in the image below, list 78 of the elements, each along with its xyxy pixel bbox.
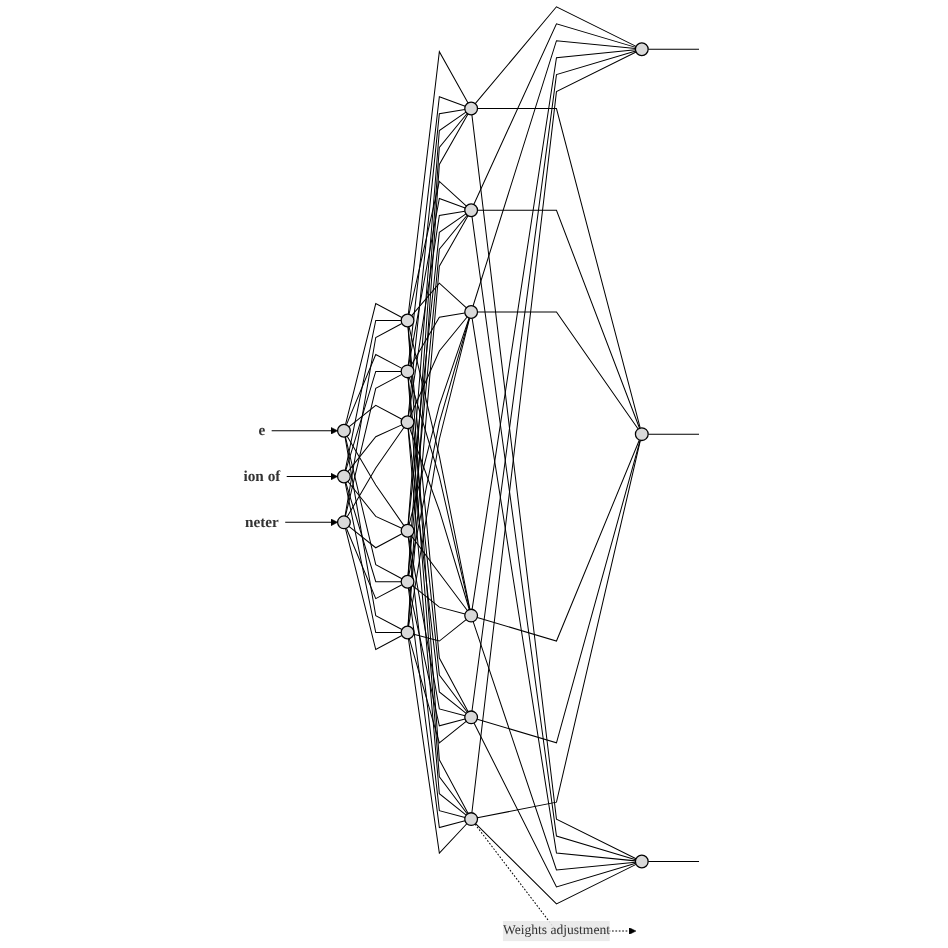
connector bbox=[472, 621, 636, 871]
connector bbox=[408, 317, 470, 576]
node-circle bbox=[464, 203, 479, 218]
connector bbox=[473, 23, 637, 205]
arrow bbox=[271, 427, 338, 435]
connector bbox=[647, 433, 700, 435]
node-circle bbox=[400, 415, 415, 430]
connector bbox=[647, 861, 700, 862]
connector bbox=[473, 722, 637, 888]
connector bbox=[413, 619, 467, 642]
connector bbox=[408, 180, 467, 315]
connector bbox=[407, 638, 468, 855]
node-circle bbox=[336, 469, 351, 484]
connector bbox=[408, 317, 470, 526]
connector bbox=[344, 482, 402, 634]
connector bbox=[407, 95, 466, 366]
node-circle bbox=[464, 305, 479, 320]
connector bbox=[476, 439, 641, 744]
connector bbox=[346, 427, 405, 518]
connector bbox=[347, 481, 403, 529]
node-circle bbox=[336, 515, 351, 530]
connector bbox=[408, 638, 467, 744]
connector bbox=[345, 482, 402, 583]
connector bbox=[410, 535, 468, 612]
connector bbox=[410, 312, 466, 367]
connector bbox=[408, 197, 466, 366]
node-circle bbox=[400, 523, 415, 538]
connector bbox=[345, 353, 403, 426]
connector bbox=[345, 527, 403, 600]
connector bbox=[344, 436, 403, 580]
connector bbox=[471, 49, 636, 610]
connector bbox=[412, 585, 466, 615]
node-circle bbox=[400, 364, 415, 379]
connector bbox=[472, 40, 636, 307]
connector bbox=[344, 436, 403, 631]
node-circle bbox=[400, 313, 415, 328]
connector bbox=[344, 320, 402, 471]
connector bbox=[476, 439, 641, 819]
node-circle bbox=[464, 608, 479, 623]
connector bbox=[471, 317, 636, 862]
arrow bbox=[286, 472, 338, 481]
connector bbox=[407, 109, 466, 417]
node-circle bbox=[336, 423, 351, 438]
connector bbox=[407, 536, 466, 818]
connector bbox=[345, 302, 403, 426]
connector bbox=[347, 424, 403, 473]
connector bbox=[408, 377, 471, 610]
node-circle bbox=[400, 574, 415, 589]
connector bbox=[345, 370, 402, 471]
connector bbox=[475, 823, 637, 905]
connector bbox=[477, 311, 639, 430]
connector bbox=[345, 528, 403, 651]
connector bbox=[647, 48, 700, 50]
connector bbox=[407, 587, 466, 829]
node-circle bbox=[464, 710, 479, 725]
arrow bbox=[284, 518, 338, 527]
connector bbox=[408, 587, 466, 727]
node-circle bbox=[634, 854, 649, 869]
arrow bbox=[474, 823, 637, 935]
connector bbox=[409, 427, 470, 611]
connector bbox=[344, 373, 403, 517]
connector bbox=[407, 213, 467, 525]
node-circle bbox=[634, 427, 649, 442]
connector bbox=[477, 209, 641, 429]
connector bbox=[344, 323, 403, 517]
node-circle bbox=[634, 42, 649, 57]
node-circle bbox=[464, 812, 479, 827]
connector bbox=[476, 439, 640, 642]
connector bbox=[407, 428, 467, 714]
connector bbox=[408, 536, 466, 717]
connector bbox=[477, 108, 641, 429]
node-circle bbox=[400, 625, 415, 640]
connector bbox=[408, 210, 466, 417]
connector bbox=[407, 50, 469, 315]
connector bbox=[346, 435, 405, 527]
connector bbox=[409, 316, 468, 417]
connector bbox=[474, 6, 637, 105]
node-circle bbox=[464, 101, 479, 116]
